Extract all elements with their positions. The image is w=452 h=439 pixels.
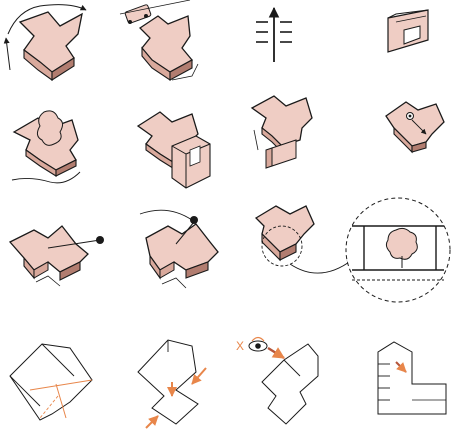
arrow-icon <box>396 362 406 372</box>
panel-r1-c2 <box>120 0 198 80</box>
panel-r3-c3 <box>256 206 352 273</box>
panel-r4-c4 <box>378 342 446 414</box>
panel-r3-c1 <box>10 226 104 286</box>
car-icon <box>125 4 152 24</box>
axis-line <box>30 380 92 390</box>
arrow-icon <box>146 416 158 428</box>
zoom-arrow <box>290 260 352 273</box>
arrow-icon <box>192 368 206 384</box>
panel-r4-c2 <box>138 340 206 428</box>
panel-r2-c4 <box>386 102 444 152</box>
panel-r4-c1 <box>10 344 92 420</box>
eye-marker-label: X <box>236 339 244 353</box>
eye-icon <box>249 338 267 352</box>
focal-point-icon <box>96 236 104 244</box>
view-arrow <box>268 348 284 358</box>
panel-r3-c2 <box>140 210 218 288</box>
focal-point-icon <box>190 216 198 224</box>
eye-icon <box>407 113 414 120</box>
panel-r1-c1 <box>6 5 86 80</box>
panel-r1-c4 <box>388 10 428 52</box>
panel-r2-c2 <box>138 112 210 188</box>
panel-r3-c4-detail <box>346 198 450 302</box>
panel-r1-c3 <box>256 8 292 62</box>
panel-r2-c1 <box>12 111 80 183</box>
panel-r2-c3 <box>252 96 312 168</box>
panel-r4-c3: X <box>236 338 318 425</box>
